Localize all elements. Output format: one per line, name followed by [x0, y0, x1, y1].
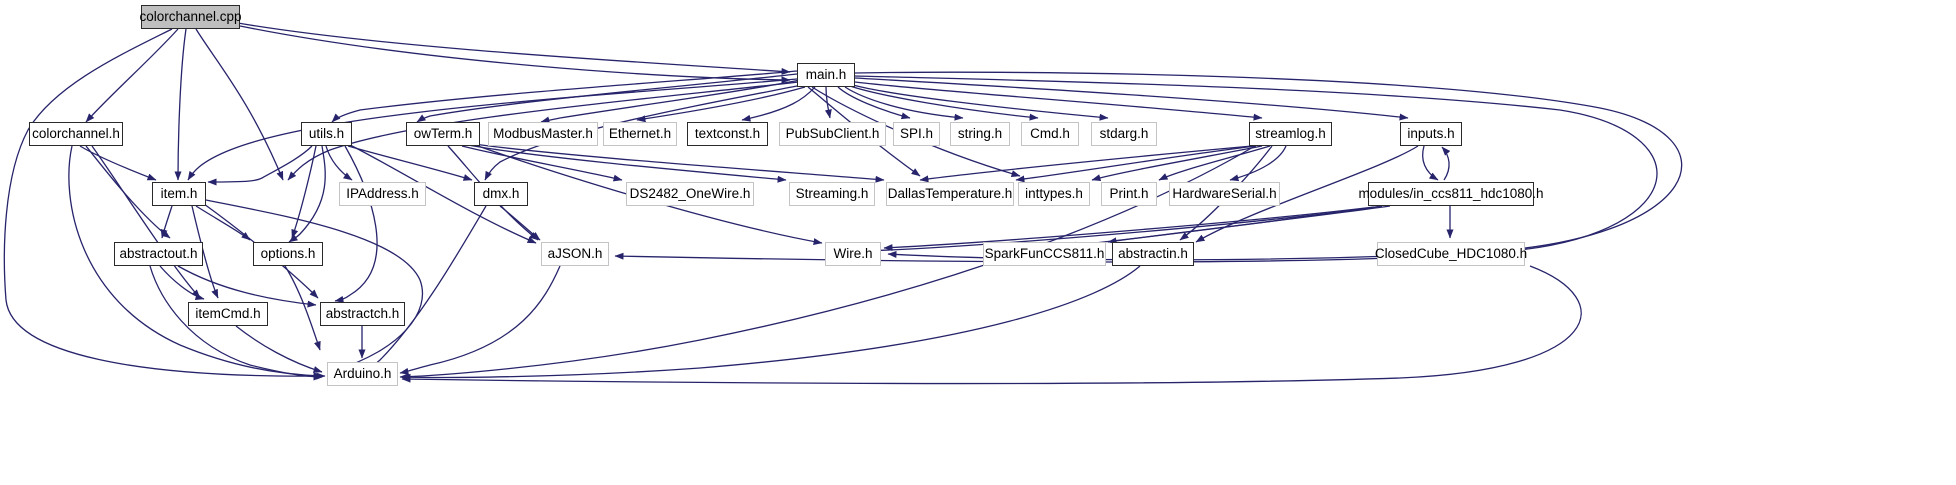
node-streamlog-h[interactable]: streamlog.h [1249, 122, 1332, 146]
node-print-h[interactable]: Print.h [1101, 182, 1157, 206]
node-wire-h[interactable]: Wire.h [825, 242, 881, 266]
node-ds2482-onewire-h[interactable]: DS2482_OneWire.h [626, 182, 754, 206]
node-ipaddress-h[interactable]: IPAddress.h [339, 182, 426, 206]
node-streaming-h[interactable]: Streaming.h [789, 182, 875, 206]
node-utils-h[interactable]: utils.h [301, 122, 352, 146]
node-abstractout-h[interactable]: abstractout.h [114, 242, 203, 266]
node-string-h[interactable]: string.h [950, 122, 1010, 146]
node-hardwareserial-h[interactable]: HardwareSerial.h [1169, 182, 1280, 206]
node-itemcmd-h[interactable]: itemCmd.h [188, 302, 268, 326]
node-sparkfunccs811-h[interactable]: SparkFunCCS811.h [983, 242, 1106, 266]
node-options-h[interactable]: options.h [253, 242, 323, 266]
node-inttypes-h[interactable]: inttypes.h [1018, 182, 1090, 206]
node-modbusmaster-h[interactable]: ModbusMaster.h [488, 122, 598, 146]
node-ajson-h[interactable]: aJSON.h [541, 242, 609, 266]
node-dallastemperature-h[interactable]: DallasTemperature.h [886, 182, 1014, 206]
node-abstractch-h[interactable]: abstractch.h [320, 302, 405, 326]
node-cmd-h[interactable]: Cmd.h [1021, 122, 1079, 146]
node-main-h[interactable]: main.h [797, 63, 855, 87]
node-inputs-h[interactable]: inputs.h [1400, 122, 1462, 146]
node-abstractin-h[interactable]: abstractin.h [1112, 242, 1194, 266]
node-stdarg-h[interactable]: stdarg.h [1091, 122, 1157, 146]
node-textconst-h[interactable]: textconst.h [687, 122, 768, 146]
node-spi-h[interactable]: SPI.h [893, 122, 940, 146]
node-ethernet-h[interactable]: Ethernet.h [603, 122, 677, 146]
node-item-h[interactable]: item.h [152, 182, 206, 206]
node-pubsubclient-h[interactable]: PubSubClient.h [779, 122, 886, 146]
node-owterm-h[interactable]: owTerm.h [406, 122, 480, 146]
node-colorchannel-h[interactable]: colorchannel.h [29, 122, 123, 146]
node-arduino-h[interactable]: Arduino.h [327, 362, 398, 386]
node-in-ccs811-hdc1080-h[interactable]: modules/in_ccs811_hdc1080.h [1358, 182, 1544, 206]
node-dmx-h[interactable]: dmx.h [474, 182, 528, 206]
node-closedcube-hdc1080-h[interactable]: ClosedCube_HDC1080.h [1375, 242, 1527, 266]
node-colorchannel-cpp[interactable]: colorchannel.cpp [139, 5, 242, 29]
